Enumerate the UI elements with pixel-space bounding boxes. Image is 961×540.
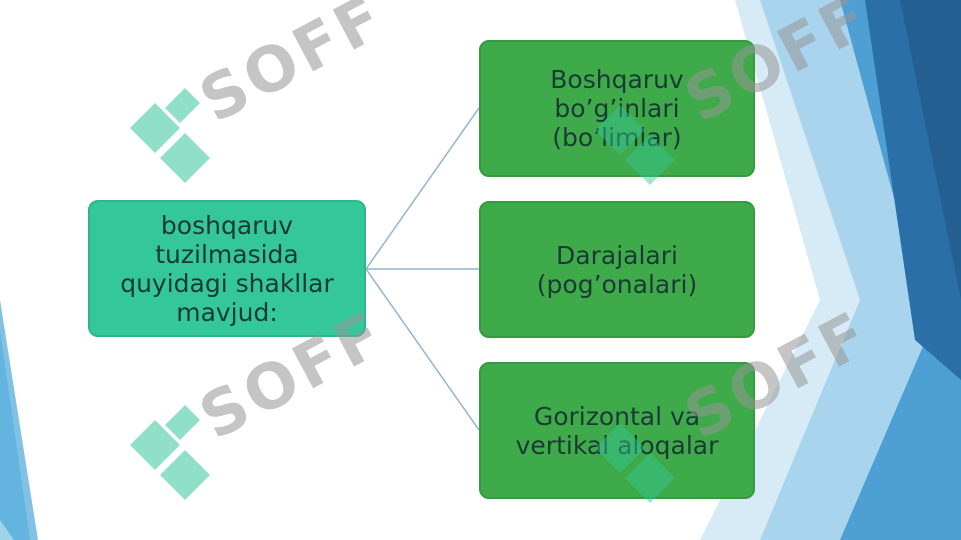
right-accent-deep [900, 0, 961, 300]
child-node-label: Boshqaruv bo’g’inlari (bo’limlar) [550, 65, 684, 152]
child-node-levels: Darajalari (pog’onalari) [479, 201, 755, 338]
ss-logo-icon [130, 405, 210, 500]
root-node-label: boshqaruv tuzilmasida quyidagi shakllar … [120, 210, 334, 327]
child-node-links: Gorizontal va vertikal aloqalar [479, 362, 755, 499]
child-node-departments: Boshqaruv bo’g’inlari (bo’limlar) [479, 40, 755, 177]
connector-to-child-3 [365, 268, 480, 431]
ss-logo-icon [595, 105, 675, 185]
ss-logo-icon [130, 88, 210, 183]
ss-logo-icon [595, 423, 675, 503]
connector-to-child-1 [365, 107, 480, 270]
left-accent-dark [0, 300, 38, 540]
child-node-label: Gorizontal va vertikal aloqalar [515, 401, 719, 460]
child-node-label: Darajalari (pog’onalari) [536, 240, 698, 299]
root-node: boshqaruv tuzilmasida quyidagi shakllar … [88, 200, 366, 337]
